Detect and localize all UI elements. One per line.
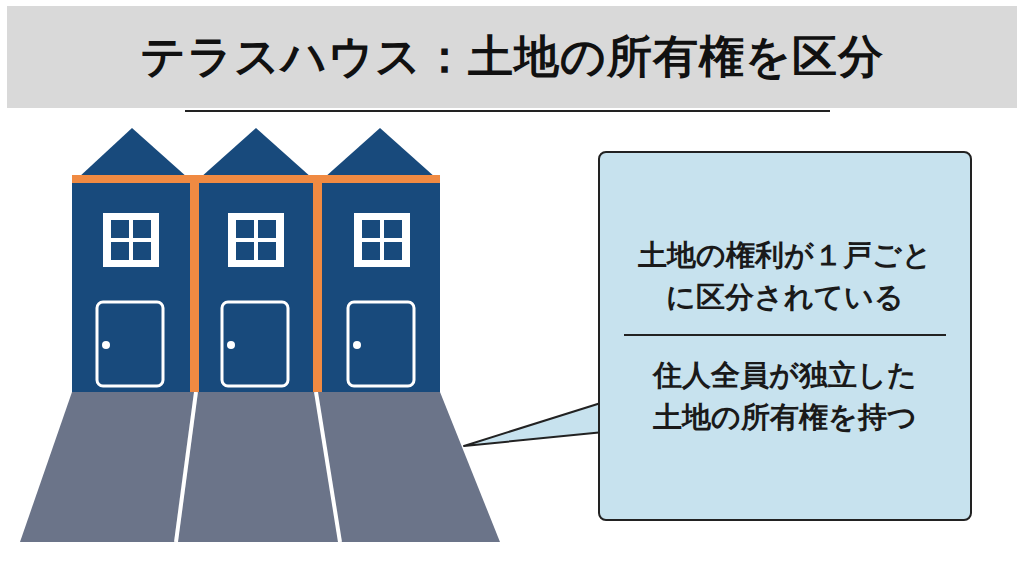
window: [228, 213, 284, 267]
roof: [200, 128, 312, 178]
house-walls: [72, 176, 440, 392]
door: [348, 302, 414, 386]
callout-tail: [464, 402, 604, 446]
title: テラスハウス：土地の所有権を区分: [140, 27, 884, 87]
callout-text: 住人全員が独立した土地の所有権を持つ: [646, 354, 924, 438]
roof: [324, 128, 436, 178]
door: [97, 302, 163, 386]
roof: [78, 128, 188, 178]
plot-divider: [176, 392, 196, 542]
boundary-line: [190, 175, 199, 392]
window: [103, 213, 159, 267]
ground-plots: [20, 392, 500, 542]
callout-text: 土地の権利が１戸ごとに区分されている: [632, 234, 938, 318]
title-band: テラスハウス：土地の所有権を区分: [7, 6, 1017, 108]
plot-divider: [316, 392, 340, 542]
callout-box: 土地の権利が１戸ごとに区分されている住人全員が独立した土地の所有権を持つ: [598, 151, 972, 521]
divider-line: [624, 334, 946, 336]
window: [354, 213, 410, 267]
door: [222, 302, 288, 386]
boundary-line: [72, 175, 440, 183]
title-underline: [185, 110, 830, 112]
boundary-line: [313, 175, 322, 392]
